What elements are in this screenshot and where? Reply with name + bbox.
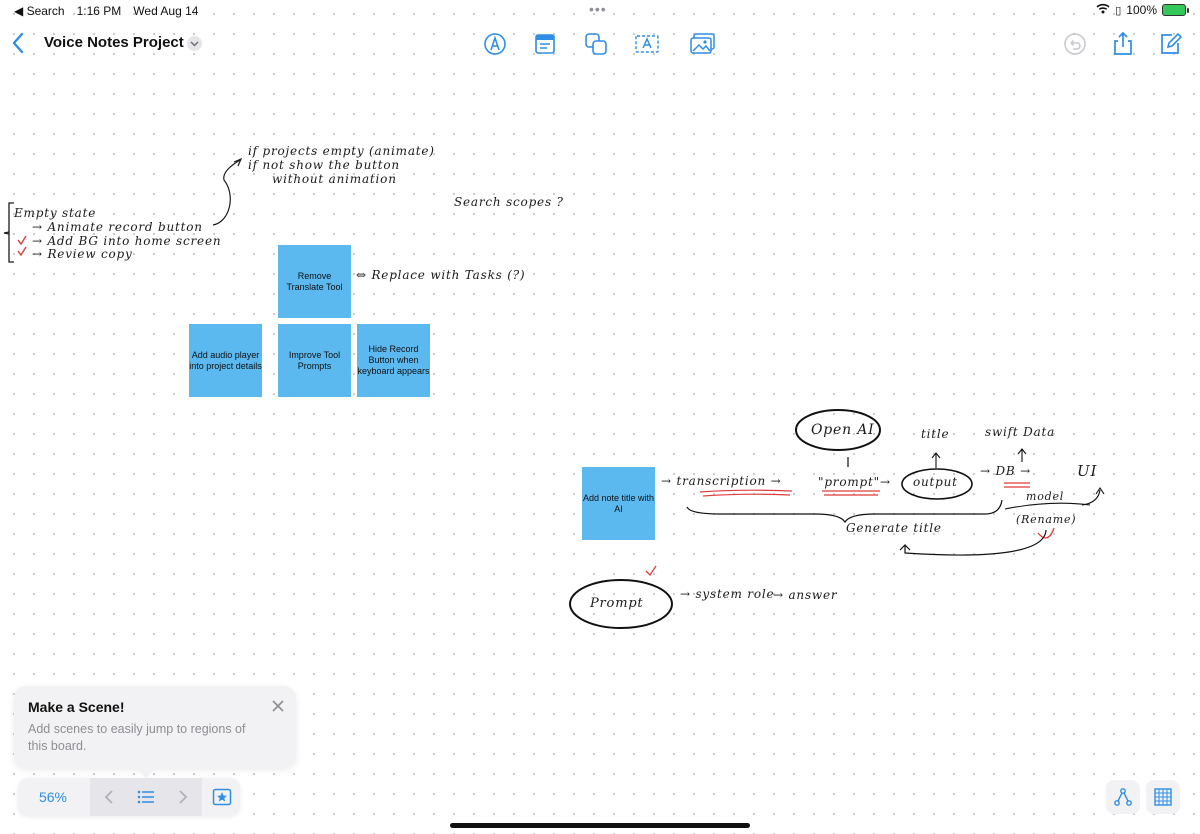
status-bar: ◀ Search 1:16 PM Wed Aug 14 ••• ▯ 100% (0, 0, 1200, 22)
sticky-note[interactable]: Hide Record Button when keyboard appears (357, 324, 430, 397)
scene-navigator (90, 778, 202, 816)
note-empty-state[interactable]: Empty state (14, 206, 97, 220)
note-ui[interactable]: UI (1077, 462, 1098, 480)
media-tool-icon[interactable] (689, 31, 717, 57)
text-box-tool-icon[interactable] (634, 31, 660, 57)
note-swiftdata[interactable]: swift Data (985, 425, 1056, 439)
note-review-copy[interactable]: → Review copy (32, 247, 133, 261)
note-if-projects-empty[interactable]: if projects empty (animate) (248, 144, 435, 158)
note-db[interactable]: → DB → (980, 464, 1031, 478)
connectors-icon[interactable] (1106, 780, 1140, 814)
note-prompt-quoted[interactable]: "prompt"→ (818, 475, 891, 489)
compose-icon[interactable] (1158, 31, 1184, 57)
popover-description: Add scenes to easily jump to regions of … (28, 722, 246, 753)
sticky-note[interactable]: Add audio player into project details (189, 324, 262, 397)
note-title[interactable]: title (921, 427, 950, 441)
top-toolbar: Voice Notes Project (0, 24, 1200, 64)
grid-icon[interactable] (1146, 780, 1180, 814)
share-icon[interactable] (1110, 31, 1136, 57)
next-scene-chevron-icon[interactable] (165, 778, 202, 816)
sticky-note[interactable]: Improve Tool Prompts (278, 324, 351, 397)
note-generate-title[interactable]: Generate title (846, 521, 942, 535)
board-title[interactable]: Voice Notes Project (44, 34, 184, 51)
multitasking-dots-icon[interactable]: ••• (589, 1, 607, 17)
battery-percent: 100% (1126, 3, 1157, 17)
back-to-app-link[interactable]: ◀ Search (14, 4, 65, 18)
add-scene-star-icon[interactable] (212, 787, 232, 807)
scene-list-icon[interactable] (127, 778, 164, 816)
pen-tool-icon[interactable] (482, 31, 508, 57)
note-replace-tasks[interactable]: ⇔ Replace with Tasks (?) (356, 268, 526, 282)
undo-icon[interactable] (1062, 31, 1088, 57)
lock-rotation-icon: ▯ (1115, 4, 1122, 17)
previous-scene-chevron-icon[interactable] (90, 778, 127, 816)
scene-navigation-bar: 56% (18, 778, 240, 816)
note-transcription[interactable]: → transcription → (661, 474, 782, 488)
note-add-bg[interactable]: → Add BG into home screen (32, 234, 222, 248)
status-date: Wed Aug 14 (133, 4, 199, 18)
wifi-icon (1096, 3, 1110, 17)
status-time: 1:16 PM (76, 4, 122, 18)
popover-title: Make a Scene! (28, 699, 125, 715)
note-openai[interactable]: Open AI (811, 422, 875, 438)
sticky-note[interactable]: Remove Translate Tool (278, 245, 351, 318)
battery-icon (1162, 4, 1189, 16)
make-a-scene-popover: Make a Scene! Add scenes to easily jump … (14, 686, 296, 778)
sticky-note[interactable]: Add note title with AI (582, 467, 655, 540)
note-without-animation[interactable]: without animation (272, 172, 397, 186)
note-answer[interactable]: → answer (773, 588, 838, 602)
note-search-scopes[interactable]: Search scopes ? (454, 195, 564, 209)
note-rename[interactable]: (Rename) (1016, 513, 1077, 526)
close-icon[interactable] (270, 698, 286, 714)
back-button[interactable] (8, 30, 30, 56)
zoom-level[interactable]: 56% (38, 789, 68, 805)
shapes-tool-icon[interactable] (583, 31, 609, 57)
note-output[interactable]: output (913, 475, 958, 489)
note-system-role[interactable]: → system role (680, 587, 775, 601)
home-indicator[interactable] (450, 823, 750, 828)
note-model[interactable]: model (1026, 490, 1065, 503)
sticky-note-tool-icon[interactable] (532, 31, 558, 57)
note-animate-record[interactable]: → Animate record button (32, 220, 203, 234)
title-menu-chevron-icon[interactable] (187, 36, 202, 51)
note-if-not-show[interactable]: if not show the button (248, 158, 400, 172)
note-prompt[interactable]: Prompt (590, 596, 644, 611)
